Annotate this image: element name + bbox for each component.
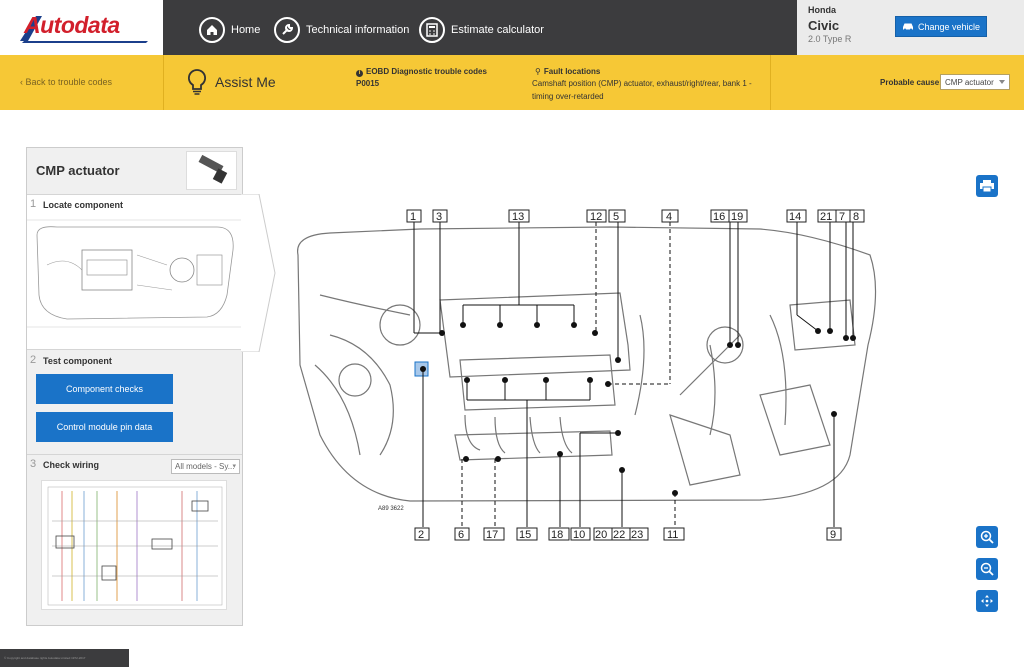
zoom-in-button[interactable] <box>976 526 998 548</box>
engine-thumbnail <box>27 219 242 328</box>
assist-me-title: Assist Me <box>187 68 276 96</box>
callouts-bottom: 2 6 17 15 18 10 20 22 23 11 9 <box>414 527 842 541</box>
step-label: Locate component <box>43 200 124 210</box>
probable-cause-value: CMP actuator <box>945 78 994 87</box>
divider <box>27 454 242 455</box>
back-to-trouble-codes-link[interactable]: ‹ Back to trouble codes <box>20 77 113 87</box>
wiring-diagram-thumbnail[interactable] <box>41 480 227 610</box>
nav-home-label: Home <box>231 24 261 36</box>
fault-locations-title: ⚲Fault locations <box>535 67 601 76</box>
probable-cause-select[interactable]: CMP actuator <box>940 74 1010 90</box>
component-panel: CMP actuator 1 Locate component 2 Test c… <box>26 147 276 626</box>
change-vehicle-label: Change vehicle <box>917 21 981 32</box>
svg-text:15: 15 <box>519 529 531 541</box>
diagram-reference-code: A89 3622 <box>378 506 404 512</box>
svg-text:4: 4 <box>666 211 672 223</box>
zoom-out-icon <box>980 562 994 576</box>
wrench-icon <box>274 17 300 43</box>
svg-text:3: 3 <box>436 211 442 223</box>
svg-text:21: 21 <box>820 211 832 223</box>
step-number: 2 <box>30 354 37 366</box>
svg-text:22: 22 <box>613 529 625 541</box>
car-icon <box>902 23 913 31</box>
svg-text:11: 11 <box>667 529 678 541</box>
callouts-top: 1 3 13 12 5 4 16 19 14 21 7 8 <box>406 209 865 223</box>
step-number: 3 <box>30 458 37 470</box>
nav-technical-label: Technical information <box>306 24 410 36</box>
vehicle-model: Civic <box>808 18 840 33</box>
wiring-models-select[interactable]: All models - Sy... ▾ <box>171 459 240 474</box>
autodata-logo-swoosh <box>20 16 148 43</box>
zoom-out-button[interactable] <box>976 558 998 580</box>
control-module-pin-data-button[interactable]: Control module pin data <box>36 412 173 442</box>
probable-cause-label: Probable cause: <box>880 78 942 87</box>
locate-component-step[interactable]: 1 Locate component <box>27 194 276 352</box>
change-vehicle-button[interactable]: Change vehicle <box>895 16 987 37</box>
svg-text:20: 20 <box>595 529 607 541</box>
logo-area[interactable]: Autodata <box>0 0 163 55</box>
step-label: Test component <box>43 356 112 366</box>
svg-text:23: 23 <box>631 529 643 541</box>
svg-text:7: 7 <box>839 211 845 223</box>
diagnostic-header-bar <box>0 55 1024 110</box>
info-icon: i <box>356 70 363 77</box>
fit-screen-icon <box>981 595 993 607</box>
svg-text:2: 2 <box>418 529 424 541</box>
search-icon: ⚲ <box>535 67 541 76</box>
svg-text:5: 5 <box>613 211 619 223</box>
step-label: Check wiring <box>43 460 100 470</box>
fault-location-text: Camshaft position (CMP) actuator, exhaus… <box>532 79 752 101</box>
chevron-down-icon: ▾ <box>232 463 236 470</box>
eobd-code: P0015 <box>356 79 380 88</box>
svg-text:19: 19 <box>731 211 743 223</box>
print-icon <box>980 180 994 192</box>
panel-title: CMP actuator <box>36 163 120 178</box>
engine-bay-diagram: 1 3 13 12 5 4 16 19 14 21 7 8 2 6 17 15 … <box>297 209 877 541</box>
lightbulb-icon <box>187 69 207 95</box>
svg-text:12: 12 <box>590 211 602 223</box>
divider <box>163 55 164 110</box>
vehicle-make: Honda <box>808 5 836 15</box>
svg-text:1: 1 <box>410 211 416 223</box>
svg-text:17: 17 <box>486 529 498 541</box>
component-checks-button[interactable]: Component checks <box>36 374 173 404</box>
svg-text:16: 16 <box>713 211 725 223</box>
divider <box>770 55 771 110</box>
svg-text:13: 13 <box>512 211 524 223</box>
vehicle-info: Honda Civic 2.0 Type R Change vehicle <box>797 0 1024 55</box>
wiring-models-value: All models - Sy... <box>175 462 235 471</box>
nav-estimate-label: Estimate calculator <box>451 24 544 36</box>
step-pointer <box>241 194 276 352</box>
logo-text: Autodata <box>24 12 120 38</box>
print-button[interactable] <box>976 175 998 197</box>
calculator-icon <box>419 17 445 43</box>
svg-text:6: 6 <box>458 529 464 541</box>
assist-me-label: Assist Me <box>215 74 276 90</box>
svg-text:14: 14 <box>789 211 801 223</box>
svg-text:18: 18 <box>551 529 563 541</box>
nav-home[interactable]: Home <box>199 16 260 44</box>
chevron-down-icon <box>999 80 1005 84</box>
nav-technical-information[interactable]: Technical information <box>274 16 409 44</box>
fit-screen-button[interactable] <box>976 590 998 612</box>
svg-text:8: 8 <box>853 211 859 223</box>
home-icon <box>199 17 225 43</box>
vehicle-engine: 2.0 Type R <box>808 34 852 44</box>
svg-text:9: 9 <box>830 529 836 541</box>
step-number: 1 <box>30 198 37 210</box>
nav-estimate-calculator[interactable]: Estimate calculator <box>419 16 544 44</box>
footer-copyright: © Copyright and database rights Autodata… <box>0 649 129 667</box>
zoom-in-icon <box>980 530 994 544</box>
svg-text:10: 10 <box>573 529 585 541</box>
component-thumbnail <box>186 151 237 190</box>
